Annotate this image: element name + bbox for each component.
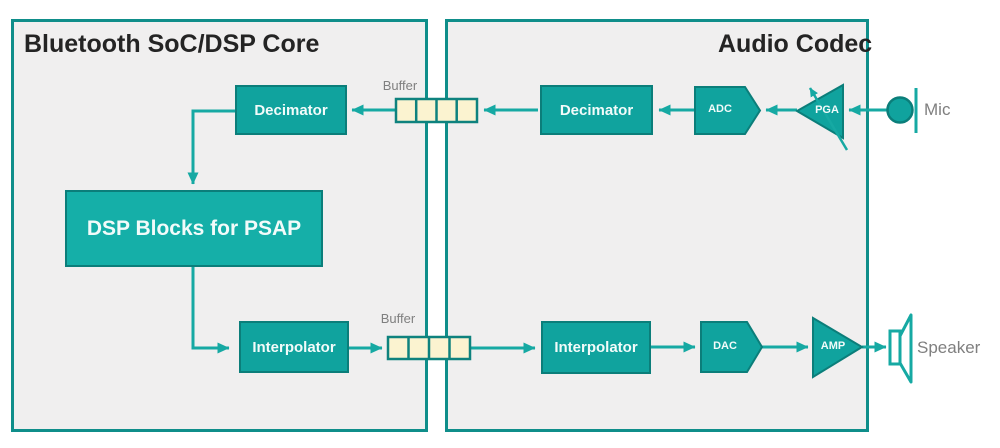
audio-codec-box (445, 19, 869, 432)
dac-label: DAC (713, 340, 737, 352)
bt-decimator-label: Decimator (254, 101, 328, 119)
amp-label: AMP (820, 340, 846, 352)
mic-label: Mic (924, 100, 951, 119)
ac-decimator-block: Decimator (540, 85, 653, 135)
buffer-bottom (386, 335, 472, 361)
ac-interpolator-label: Interpolator (554, 339, 638, 356)
dsp-psap-block: DSP Blocks for PSAP (65, 190, 323, 267)
buffer-bottom-label: Buffer (380, 311, 416, 326)
mic-icon (886, 96, 914, 124)
audio-codec-title: Audio Codec (718, 30, 873, 58)
connector-btdecimator-to-dsp (187, 109, 236, 185)
pga-gain-arrow-icon (808, 87, 849, 151)
bt-interpolator-block: Interpolator (239, 321, 349, 373)
adc-label: ADC (708, 103, 732, 115)
bt-interpolator-label: Interpolator (252, 338, 336, 356)
connector-dsp-to-btinterpolator (191, 267, 230, 354)
dsp-psap-label: DSP Blocks for PSAP (86, 216, 302, 240)
bluetooth-soc-title: Bluetooth SoC/DSP Core (24, 30, 320, 58)
speaker-label: Speaker (917, 338, 981, 357)
buffer-top-label: Buffer (382, 78, 418, 93)
speaker-icon (888, 329, 902, 366)
buffer-top (394, 97, 479, 124)
pga-label: PGA (815, 104, 839, 116)
bt-decimator-block: Decimator (235, 85, 347, 135)
speaker-horn-icon (898, 313, 913, 384)
ac-interpolator-block: Interpolator (541, 321, 651, 374)
ac-decimator-label: Decimator (559, 101, 634, 119)
amp-amplifier (812, 316, 864, 379)
dac-block (700, 321, 764, 373)
adc-block (694, 86, 762, 135)
